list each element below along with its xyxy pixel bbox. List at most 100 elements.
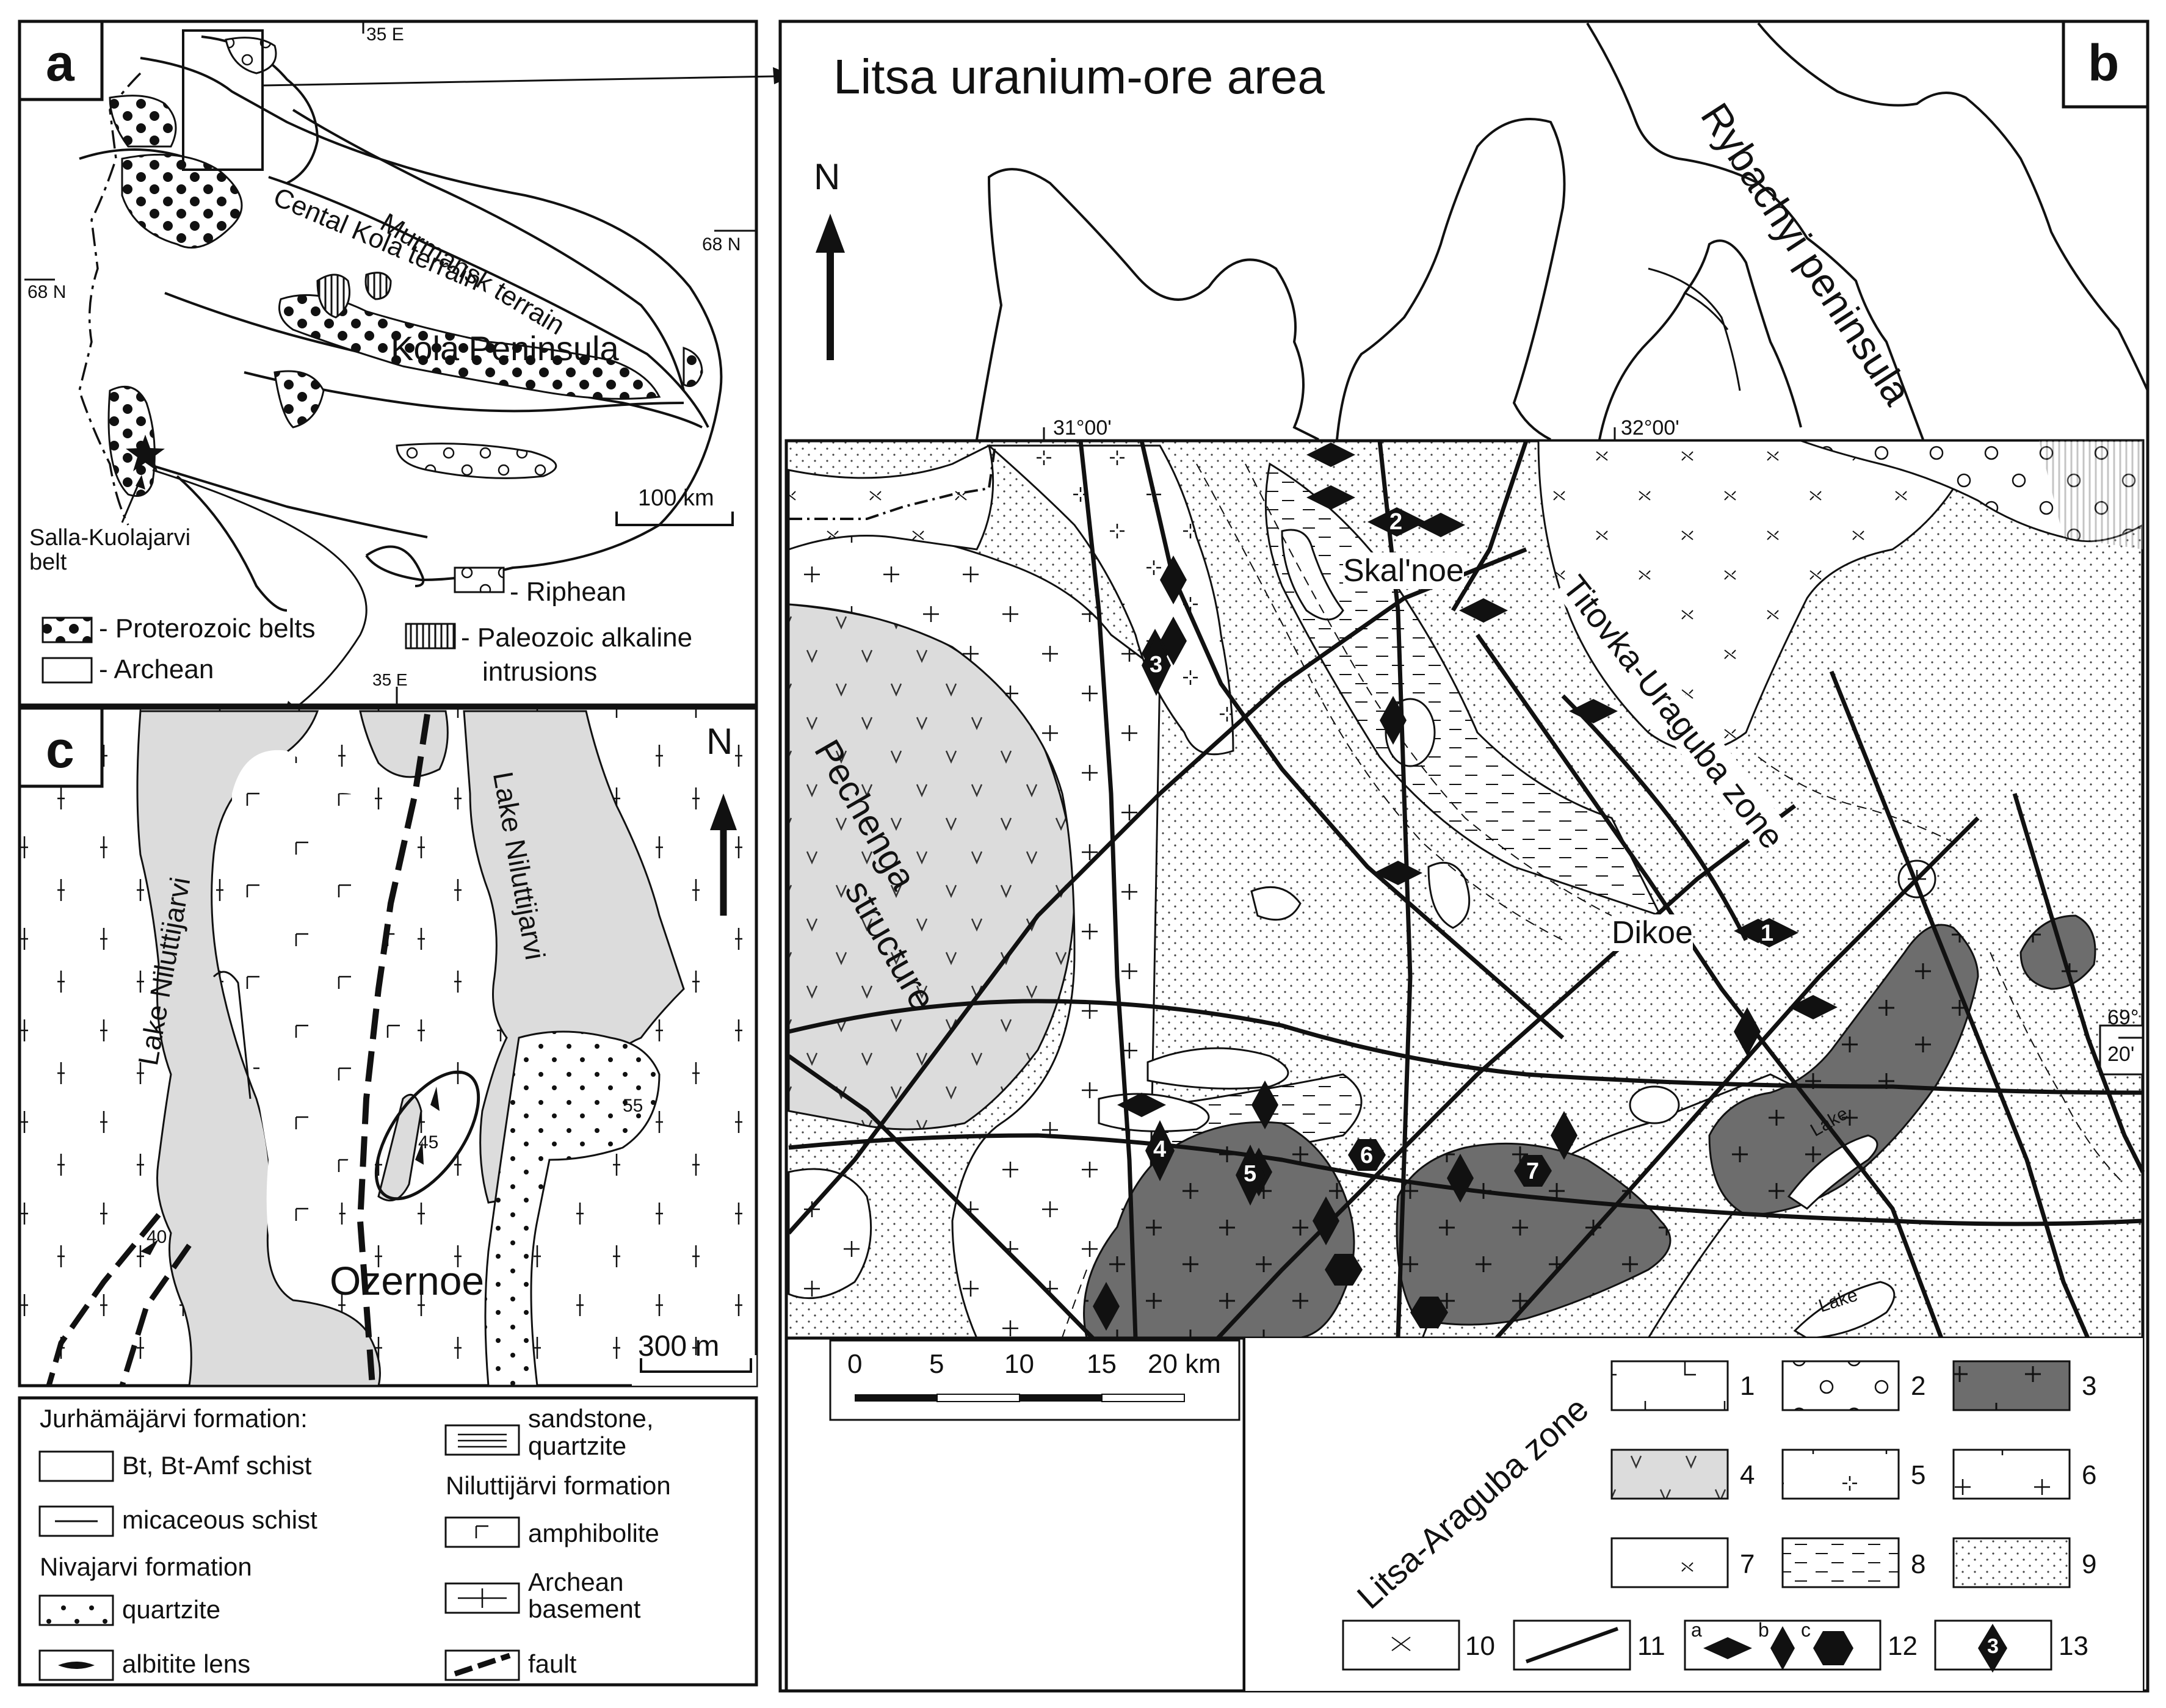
scale-a-label: 100 km — [638, 485, 714, 511]
legend-num-4: 4 — [1740, 1460, 1755, 1490]
deposit-7 — [1514, 1155, 1552, 1187]
deposit-5 — [1236, 1145, 1265, 1206]
legend-num-5: 5 — [1911, 1460, 1926, 1490]
legend-b-3 — [1952, 1360, 2071, 1411]
lon-32-label: 32°00' — [1621, 416, 1679, 440]
legend-num-12: 12 — [1888, 1631, 1918, 1661]
deposit-1-num: 1 — [1761, 921, 1774, 946]
panel-b-title: Litsa uranium-ore area — [833, 49, 1325, 104]
scale-c-label: 300 m — [638, 1330, 720, 1362]
lake-niluttijarvi-left — [136, 710, 381, 1387]
legend-num-10: 10 — [1465, 1631, 1495, 1661]
dip-45-label: 45 — [418, 1132, 439, 1153]
legend-num-7: 7 — [1740, 1549, 1755, 1579]
legend-b-7 — [1610, 1537, 1729, 1588]
legend-c-nivajarvi: Nivajarvi formation — [40, 1552, 252, 1581]
dip-40-label: 40 — [147, 1227, 167, 1247]
panel-b — [778, 20, 2150, 1693]
legend-b-8 — [1781, 1537, 1900, 1588]
dikoe-label: Dikoe — [1612, 914, 1693, 951]
salla-label-1: Salla-Kuolajarvi — [29, 525, 191, 551]
ozernoe-label: Ozernoe — [330, 1258, 485, 1303]
legend-num-2: 2 — [1911, 1371, 1926, 1401]
panel-c-north: N — [706, 721, 733, 762]
coast-north — [976, 168, 1319, 441]
legend-riphean-swatch — [454, 566, 505, 593]
legend-c-bt: Bt, Bt-Amf schist — [122, 1451, 312, 1480]
legend-b-9 — [1952, 1537, 2071, 1588]
deposit-markers — [1093, 443, 1838, 1453]
legend-c-niluttijarvi: Niluttijärvi formation — [446, 1471, 671, 1500]
panel-a-letter: a — [46, 34, 74, 92]
deposit-2 — [1367, 507, 1426, 537]
scalebar-20km: 20 km — [1148, 1349, 1221, 1379]
legend-b-10 — [1342, 1619, 1460, 1671]
scale-bar-c — [640, 1358, 752, 1373]
panel-c — [18, 706, 758, 1388]
lat-20-label: 20' — [2107, 1043, 2135, 1066]
legend-num-3: 3 — [2082, 1371, 2097, 1401]
legend-b-4 — [1610, 1449, 1729, 1500]
scalebar-5: 5 — [929, 1349, 944, 1379]
deposit-3-num: 3 — [1150, 652, 1163, 678]
scalebar-15: 15 — [1087, 1349, 1117, 1379]
scalebar-10: 10 — [1004, 1349, 1034, 1379]
legend-b-6 — [1952, 1449, 2071, 1500]
lat-69-label: 69° — [2107, 1006, 2139, 1029]
panel-a — [18, 20, 758, 707]
deposit-4-num: 4 — [1153, 1137, 1167, 1162]
dip-55-label: 55 — [623, 1096, 643, 1116]
legend-12-b: b — [1758, 1619, 1769, 1641]
deposit-3 — [1142, 635, 1171, 696]
deposit-5-num: 5 — [1244, 1161, 1257, 1187]
deposit-6-num: 6 — [1360, 1143, 1374, 1168]
lon-31-label: 31°00' — [1053, 416, 1112, 440]
legend-paleozoic-swatch — [405, 623, 456, 650]
skalnoe-label: Skal'noe — [1343, 552, 1464, 589]
faults — [787, 440, 2145, 1687]
legend-num-9: 9 — [2082, 1549, 2097, 1579]
legend-num-8: 8 — [1911, 1549, 1926, 1579]
deposit-7-num: 7 — [1526, 1159, 1540, 1184]
legend-paleozoic-label-2: intrusions — [482, 657, 598, 687]
legend-num-6: 6 — [2082, 1460, 2097, 1490]
legend-12-c: c — [1801, 1619, 1811, 1641]
lon-top-label: 35 E — [366, 24, 404, 45]
legend-num-13: 13 — [2059, 1631, 2088, 1661]
scale-bar-b — [855, 1394, 1185, 1402]
panel-c-legend — [18, 1396, 758, 1687]
deposit-2-num: 2 — [1389, 509, 1403, 535]
legend-c-quartzite: quartzite — [122, 1595, 221, 1624]
ozernoe-ellipse — [374, 1070, 480, 1201]
legend-c-amphibolite: amphibolite — [528, 1519, 659, 1547]
legend-12-a: a — [1691, 1619, 1702, 1641]
deposit-4 — [1145, 1120, 1175, 1181]
deposit-6 — [1348, 1139, 1386, 1171]
legend-riphean-label: - Riphean — [510, 577, 626, 607]
legend-b-1 — [1610, 1360, 1729, 1411]
granite-massif-east — [1708, 924, 1979, 1216]
legend-c-sandstone-1: sandstone, — [528, 1404, 654, 1433]
fault-main — [357, 714, 430, 1386]
panel-b-letter: b — [2088, 34, 2120, 92]
legend-c-micaceous: micaceous schist — [122, 1505, 317, 1534]
legend-c-archean-1: Archean — [528, 1568, 624, 1596]
legend-c-fault: fault — [528, 1649, 577, 1678]
salla-star-icon — [126, 435, 165, 471]
scale-bar-a — [615, 512, 734, 526]
legend-c-archean-2: basement — [528, 1594, 641, 1623]
deposit-1 — [1740, 918, 1798, 947]
legend-proterozoic-label: - Proterozoic belts — [99, 613, 316, 643]
legend-archean-label: - Archean — [99, 654, 214, 684]
inset-box — [182, 29, 264, 171]
legend-13-num: 3 — [1987, 1635, 1999, 1658]
panel-b-north: N — [814, 156, 841, 197]
legend-proterozoic-swatch — [42, 617, 93, 643]
legend-c-albitite: albitite lens — [122, 1649, 251, 1678]
legend-b-2 — [1781, 1360, 1900, 1411]
legend-b-5 — [1781, 1449, 1900, 1500]
legend-c-sandstone-2: quartzite — [528, 1431, 627, 1460]
lat-right-label: 68 N — [702, 234, 741, 255]
quartzite-body — [484, 1030, 661, 1387]
